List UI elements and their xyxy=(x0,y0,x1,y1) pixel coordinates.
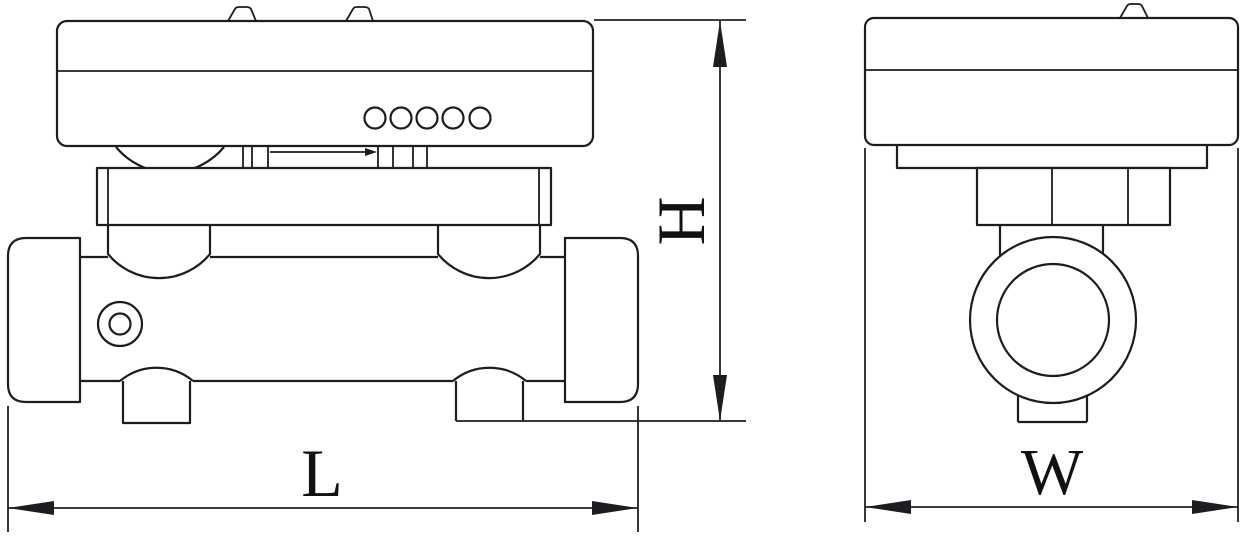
arrowhead-down-icon xyxy=(713,375,727,421)
pipe-inner-circle xyxy=(995,262,1111,378)
pipe-foot-right xyxy=(452,366,746,422)
dimension-height: H xyxy=(594,19,746,421)
sensor-port xyxy=(96,300,144,348)
length-dimension-label: L xyxy=(301,435,343,511)
dimension-length: L xyxy=(7,406,639,532)
pipe-foot-left xyxy=(119,366,194,425)
pipe-nut-left xyxy=(6,236,82,404)
indicator-buttons xyxy=(363,106,492,130)
arrowhead-up-icon xyxy=(713,21,727,67)
front-view xyxy=(6,6,746,425)
register-box xyxy=(55,19,595,148)
button-circle xyxy=(441,106,465,130)
arrowhead-right-icon xyxy=(1192,500,1238,514)
dimension-width: W xyxy=(864,148,1239,522)
transducer-boss xyxy=(106,225,212,280)
side-view xyxy=(863,3,1240,424)
arrowhead-right-icon xyxy=(592,501,638,515)
arrowhead-left-icon xyxy=(8,501,54,515)
button-circle xyxy=(389,106,413,130)
mounting-plate-side xyxy=(895,146,1209,170)
width-dimension-label: W xyxy=(1021,436,1084,509)
button-circle xyxy=(468,106,492,130)
flow-arrow-icon xyxy=(270,148,377,156)
seal-clip-icon xyxy=(345,6,374,22)
register-box-side xyxy=(863,16,1240,147)
transducer-boss xyxy=(436,225,542,280)
button-circle xyxy=(415,106,439,130)
mounting-plate xyxy=(95,166,553,227)
seal-clip-icon xyxy=(227,6,257,22)
pipe-nut-right xyxy=(563,236,640,404)
bracket-block xyxy=(975,166,1172,227)
button-circle xyxy=(363,106,387,130)
arrowhead-left-icon xyxy=(865,500,911,514)
seal-clip-icon xyxy=(1119,3,1149,19)
height-dimension-label: H xyxy=(643,196,719,245)
connector-posts xyxy=(242,146,428,169)
pipe-body xyxy=(80,255,565,383)
